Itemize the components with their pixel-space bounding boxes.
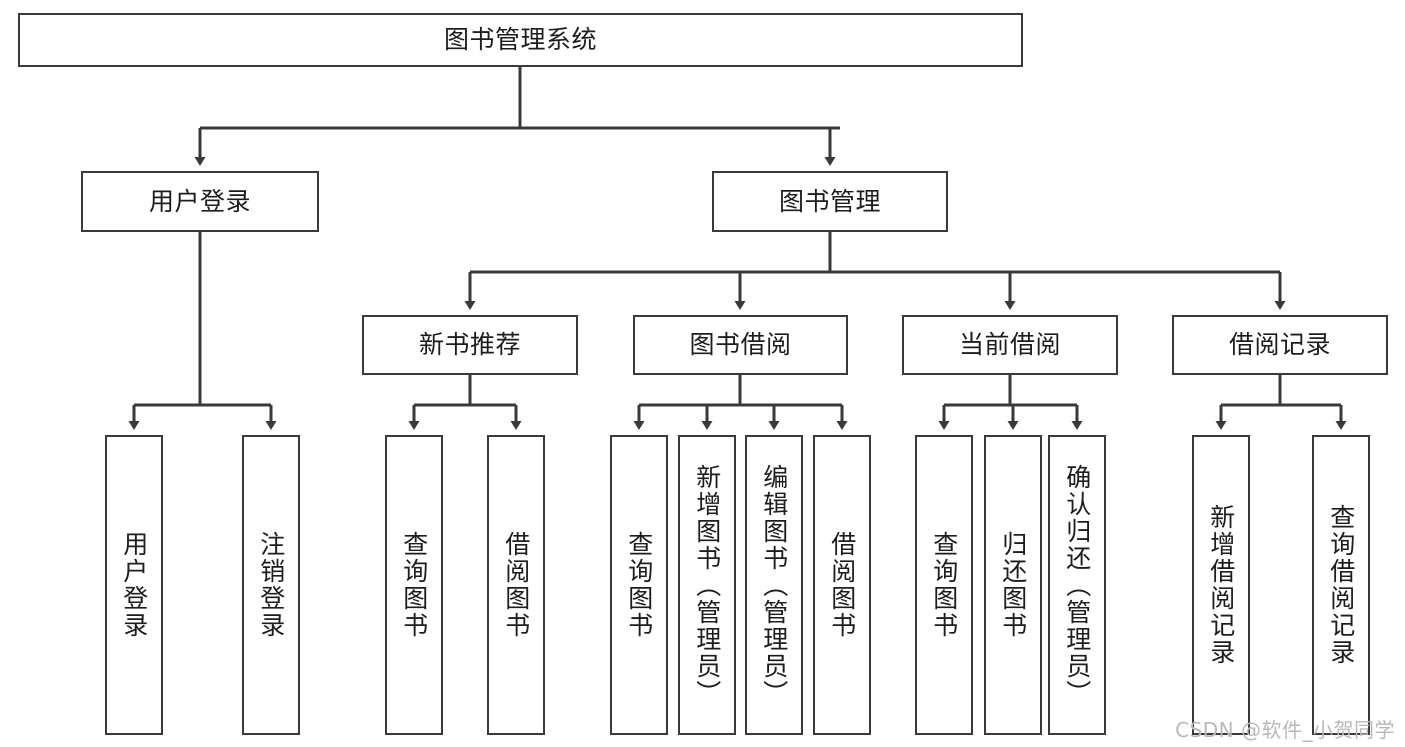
node-leaf-query-book-borrow[interactable]: 查询图书 <box>610 435 668 735</box>
node-leaf-borrow-book-rec[interactable]: 借阅图书 <box>487 435 545 735</box>
node-book-manage-label: 图书管理 <box>778 186 881 216</box>
node-leaf-query-book-borrow-label: 查询图书 <box>624 531 654 639</box>
node-new-book-rec-label: 新书推荐 <box>418 330 521 360</box>
node-leaf-query-book-rec-label: 查询图书 <box>399 531 429 639</box>
node-new-book-rec[interactable]: 新书推荐 <box>362 315 578 375</box>
node-leaf-query-record[interactable]: 查询借阅记录 <box>1312 435 1370 735</box>
node-current-borrow[interactable]: 当前借阅 <box>902 315 1118 375</box>
node-leaf-edit-book[interactable]: 编辑图书（管理员） <box>745 435 803 735</box>
node-leaf-confirm-return[interactable]: 确认归还（管理员） <box>1048 435 1106 735</box>
node-leaf-borrow-book-label: 借阅图书 <box>827 531 857 639</box>
node-root[interactable]: 图书管理系统 <box>18 13 1023 67</box>
node-current-borrow-label: 当前借阅 <box>958 330 1061 360</box>
node-leaf-borrow-book-rec-label: 借阅图书 <box>501 531 531 639</box>
node-book-manage[interactable]: 图书管理 <box>712 171 948 232</box>
node-leaf-user-login[interactable]: 用户登录 <box>105 435 163 735</box>
node-leaf-return-book[interactable]: 归还图书 <box>984 435 1042 735</box>
node-leaf-user-logout-label: 注销登录 <box>256 531 286 639</box>
node-leaf-user-logout[interactable]: 注销登录 <box>242 435 300 735</box>
node-leaf-user-login-label: 用户登录 <box>119 531 149 639</box>
node-leaf-query-book-cur[interactable]: 查询图书 <box>915 435 973 735</box>
node-leaf-return-book-label: 归还图书 <box>998 531 1028 639</box>
node-leaf-add-record[interactable]: 新增借阅记录 <box>1192 435 1250 735</box>
node-leaf-query-record-label: 查询借阅记录 <box>1326 504 1356 666</box>
node-leaf-query-book-cur-label: 查询图书 <box>929 531 959 639</box>
node-book-borrow[interactable]: 图书借阅 <box>633 315 848 375</box>
node-root-label: 图书管理系统 <box>443 25 597 55</box>
node-borrow-record[interactable]: 借阅记录 <box>1172 315 1388 375</box>
node-borrow-record-label: 借阅记录 <box>1228 330 1331 360</box>
node-leaf-add-book-label: 新增图书（管理员） <box>692 463 722 707</box>
node-book-borrow-label: 图书借阅 <box>689 330 792 360</box>
node-leaf-add-book[interactable]: 新增图书（管理员） <box>678 435 736 735</box>
node-leaf-borrow-book[interactable]: 借阅图书 <box>813 435 871 735</box>
node-leaf-query-book-rec[interactable]: 查询图书 <box>385 435 443 735</box>
node-user-login-label: 用户登录 <box>148 186 251 216</box>
node-leaf-edit-book-label: 编辑图书（管理员） <box>759 463 789 707</box>
node-leaf-add-record-label: 新增借阅记录 <box>1206 504 1236 666</box>
node-leaf-confirm-return-label: 确认归还（管理员） <box>1062 463 1092 707</box>
node-user-login[interactable]: 用户登录 <box>81 171 319 232</box>
watermark: CSDN @软件_小贺同学 <box>1175 718 1395 742</box>
